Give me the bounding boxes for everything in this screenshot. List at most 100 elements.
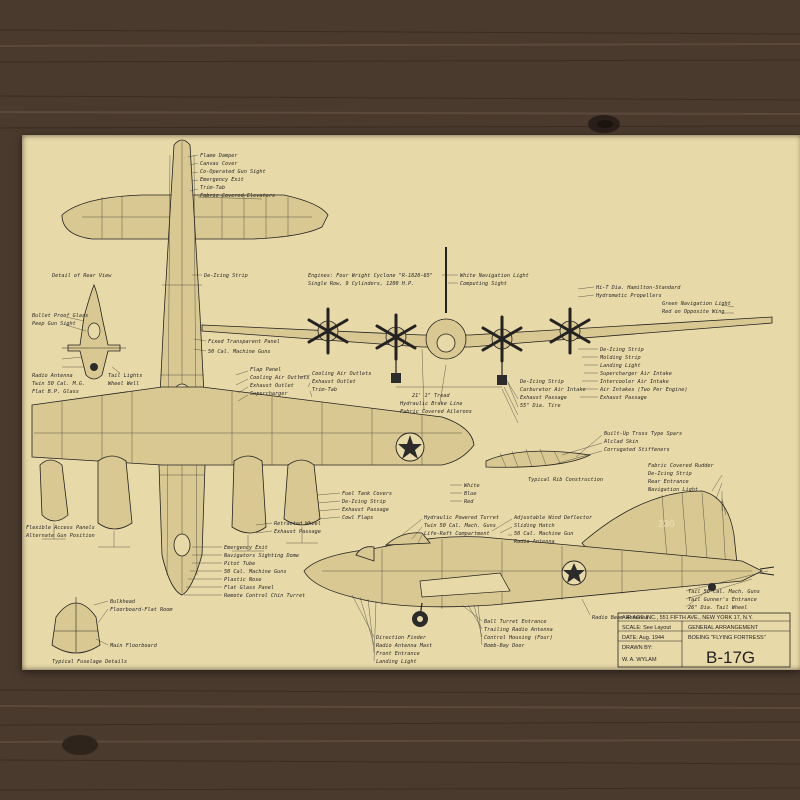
lbl-cooling-outlets-1: Cooling Air Outlets (250, 375, 309, 381)
lbl-tail-lights: Tail Lights (108, 373, 142, 379)
lbl-pitot-tube: Pitot Tube (224, 561, 255, 567)
front-view (201, 247, 773, 388)
lbl-wind-deflector: Adjustable Wind Deflector (513, 515, 593, 521)
lbl-trim-tab-2: Trim-Tab (312, 387, 337, 393)
side-view: 230 (303, 490, 775, 627)
lbl-antenna-mast: Radio Antenna Mast (376, 643, 432, 649)
lbl-control-housing: Control Housing (Four) (484, 635, 553, 641)
lbl-rib-construction: Typical Rib Construction (528, 477, 603, 483)
fuselage-section (51, 597, 101, 654)
lbl-computing-sight: Computing Sight (460, 281, 507, 287)
lbl-alclad-skin: Alclad Skin (603, 439, 638, 445)
lbl-tire: 55" Dia. Tire (520, 403, 561, 409)
lbl-exhaust-outlet-2: Exhaust Outlet (312, 379, 356, 385)
lbl-emergency-exit-2: Emergency Exit (224, 545, 268, 551)
tb-drawn-by: DRAWN BY: (622, 645, 653, 651)
lbl-ball-turret: Ball Turret Entrance (484, 619, 546, 625)
lbl-trailing-antenna: Trailing Radio Antenna (484, 627, 553, 633)
lbl-landing-light: Landing Light (600, 363, 641, 369)
lbl-blue: Blue (464, 491, 477, 497)
rear-view-detail (62, 283, 126, 380)
lbl-deicing-strip-5: De-Icing Strip (647, 471, 692, 477)
tb-publisher: AIR AGE INC., 551 FIFTH AVE., NEW YORK 1… (622, 615, 753, 621)
lbl-intercooler-intake: Intercooler Air Intake (600, 379, 669, 385)
plan-view (31, 139, 475, 596)
lbl-rear-view: Detail of Rear View (51, 273, 112, 279)
lbl-propellers-dia: Hi-T Dia. Hamilton-Standard (595, 285, 681, 291)
lbl-fabric-elevators: Fabric Covered Elevators (200, 193, 275, 199)
lbl-exhaust-passage-1: Exhaust Passage (274, 529, 321, 535)
tb-arrangement: GENERAL ARRANGEMENT (688, 625, 759, 631)
lbl-bomb-bay: Bomb-Bay Door (484, 643, 525, 649)
lbl-sighting-dome: Navigators Sighting Dome (223, 553, 299, 559)
lbl-engine-detail: Single Row, 9 Cylinders, 1200 H.P. (308, 281, 414, 287)
lbl-plastic-nose: Plastic Nose (224, 577, 261, 583)
tb-scale: SCALE: See Layout (622, 625, 671, 631)
lbl-brake-line: Hydraulic Brake Line (399, 401, 462, 407)
tb-drawn-name: W. A. WYLAM (622, 657, 657, 663)
lbl-machine-gun: 50 Cal. Machine Gun (514, 531, 573, 537)
lbl-white-nav-light: White Navigation Light (460, 273, 529, 279)
tb-model: B-17G (706, 648, 755, 667)
lbl-gun-sight: Co-Operated Gun Sight (200, 169, 266, 175)
lbl-retracted-wheel: Retracted Wheel (274, 521, 321, 527)
lbl-deicing-strip-3: De-Icing Strip (599, 347, 644, 353)
lbl-wheel-well: Wheel Well (108, 381, 139, 387)
lbl-alt-gun-position: Alternate Gun Position (25, 533, 95, 539)
lbl-rear-entrance: Rear Entrance (648, 479, 689, 485)
lbl-red-opposite: Red on Opposite Wing (662, 309, 724, 315)
lbl-flame-damper: Flame Damper (200, 153, 238, 159)
lbl-deicing-strip: De-Icing Strip (203, 273, 248, 279)
b17-blueprint: Flame Damper Canvas Cover Co-Operated Gu… (25, 139, 791, 668)
lbl-chin-turret: Remote Control Chin Turret (224, 593, 305, 599)
title-block (617, 612, 791, 668)
lbl-trim-tab: Trim-Tab (200, 185, 225, 191)
lbl-tail-wheel: 26" Dia. Tail Wheel (688, 605, 747, 611)
lbl-sliding-hatch: Sliding Hatch (514, 523, 555, 529)
lbl-fabric-rudder: Fabric Covered Rudder (648, 463, 714, 469)
lbl-peep-sight: Peep Gun Sight (32, 321, 76, 327)
lbl-radio-antenna-rear: Radio Antenna (32, 373, 73, 379)
lbl-exhaust-passage-3: Exhaust Passage (600, 395, 647, 401)
lbl-access-panels: Flexible Access Panels (26, 525, 95, 531)
tb-subtitle: BOEING "FLYING FORTRESS" (688, 635, 766, 641)
lbl-direction-finder: Direction Finder (375, 635, 427, 641)
lbl-cooling-outlets-2: Cooling Air Outlets (312, 371, 371, 377)
lbl-bulletproof-glass: Bullet Proof Glass (32, 313, 88, 319)
lbl-50cal-guns-2: 50 Cal. Machine Guns (224, 569, 286, 575)
lbl-tail-gunner-entrance: Tail Gunner's Entrance (688, 597, 757, 603)
lbl-fuselage-details: Typical Fuselage Details (52, 659, 127, 665)
lbl-fixed-panel: Fixed Transparent Panel (208, 339, 280, 345)
lbl-exhaust-passage-4: Exhaust Passage (520, 395, 567, 401)
lbl-exhaust-passage-2: Exhaust Passage (342, 507, 389, 513)
lbl-flat-glass: Flat Glass Panel (224, 585, 274, 591)
lbl-radio-beam: Radio Beam Antenna (592, 615, 648, 621)
lbl-front-entrance: Front Entrance (376, 651, 420, 657)
lbl-hydromatic-props: Hydromatic Propellers (595, 293, 662, 299)
lbl-supercharger: Supercharger (250, 391, 288, 397)
lbl-bulkhead: Bulkhead (110, 599, 136, 605)
lbl-nav-light: Navigation Light (647, 487, 698, 493)
lbl-fuel-tank: Fuel Tank Covers (342, 491, 392, 497)
lbl-emergency-exit: Emergency Exit (200, 177, 244, 183)
lbl-white: White (464, 483, 480, 489)
lbl-truss-spars: Built-Up Truss Type Spars (604, 431, 682, 437)
lbl-carb-intake: Carburetor Air Intake (520, 387, 586, 393)
lbl-flat-bp-glass: Flat B.P. Glass (32, 389, 79, 395)
lbl-deicing-strip-2: De-Icing Strip (341, 499, 386, 505)
lbl-engines: Engines: Four Wright Cyclone "R-1820-65" (308, 273, 433, 279)
lbl-twin-guns: Twin 50 Cal. Mach. Guns (424, 523, 496, 529)
lbl-deicing-strip-4: De-Icing Strip (519, 379, 564, 385)
lbl-life-raft: Life-Raft Compartment (424, 531, 490, 537)
lbl-exhaust-outlet-1: Exhaust Outlet (250, 383, 294, 389)
lbl-air-intakes: Air Intakes (Two Per Engine) (599, 387, 687, 393)
lbl-corrugated: Corrugated Stiffeners (604, 447, 670, 453)
lbl-landing-light-2: Landing Light (376, 659, 417, 665)
lbl-canvas-cover: Canvas Cover (200, 161, 238, 167)
lbl-supercharger-intake: Supercharger Air Intake (600, 371, 672, 377)
lbl-tread: 21' 1" Tread (412, 393, 450, 399)
lbl-main-floorboard: Main Floorboard (109, 643, 158, 649)
tail-code: 230 (658, 519, 675, 530)
lbl-powered-turret: Hydraulic Powered Turret (423, 515, 499, 521)
lbl-radio-antenna: Radio Antenna (514, 539, 555, 545)
